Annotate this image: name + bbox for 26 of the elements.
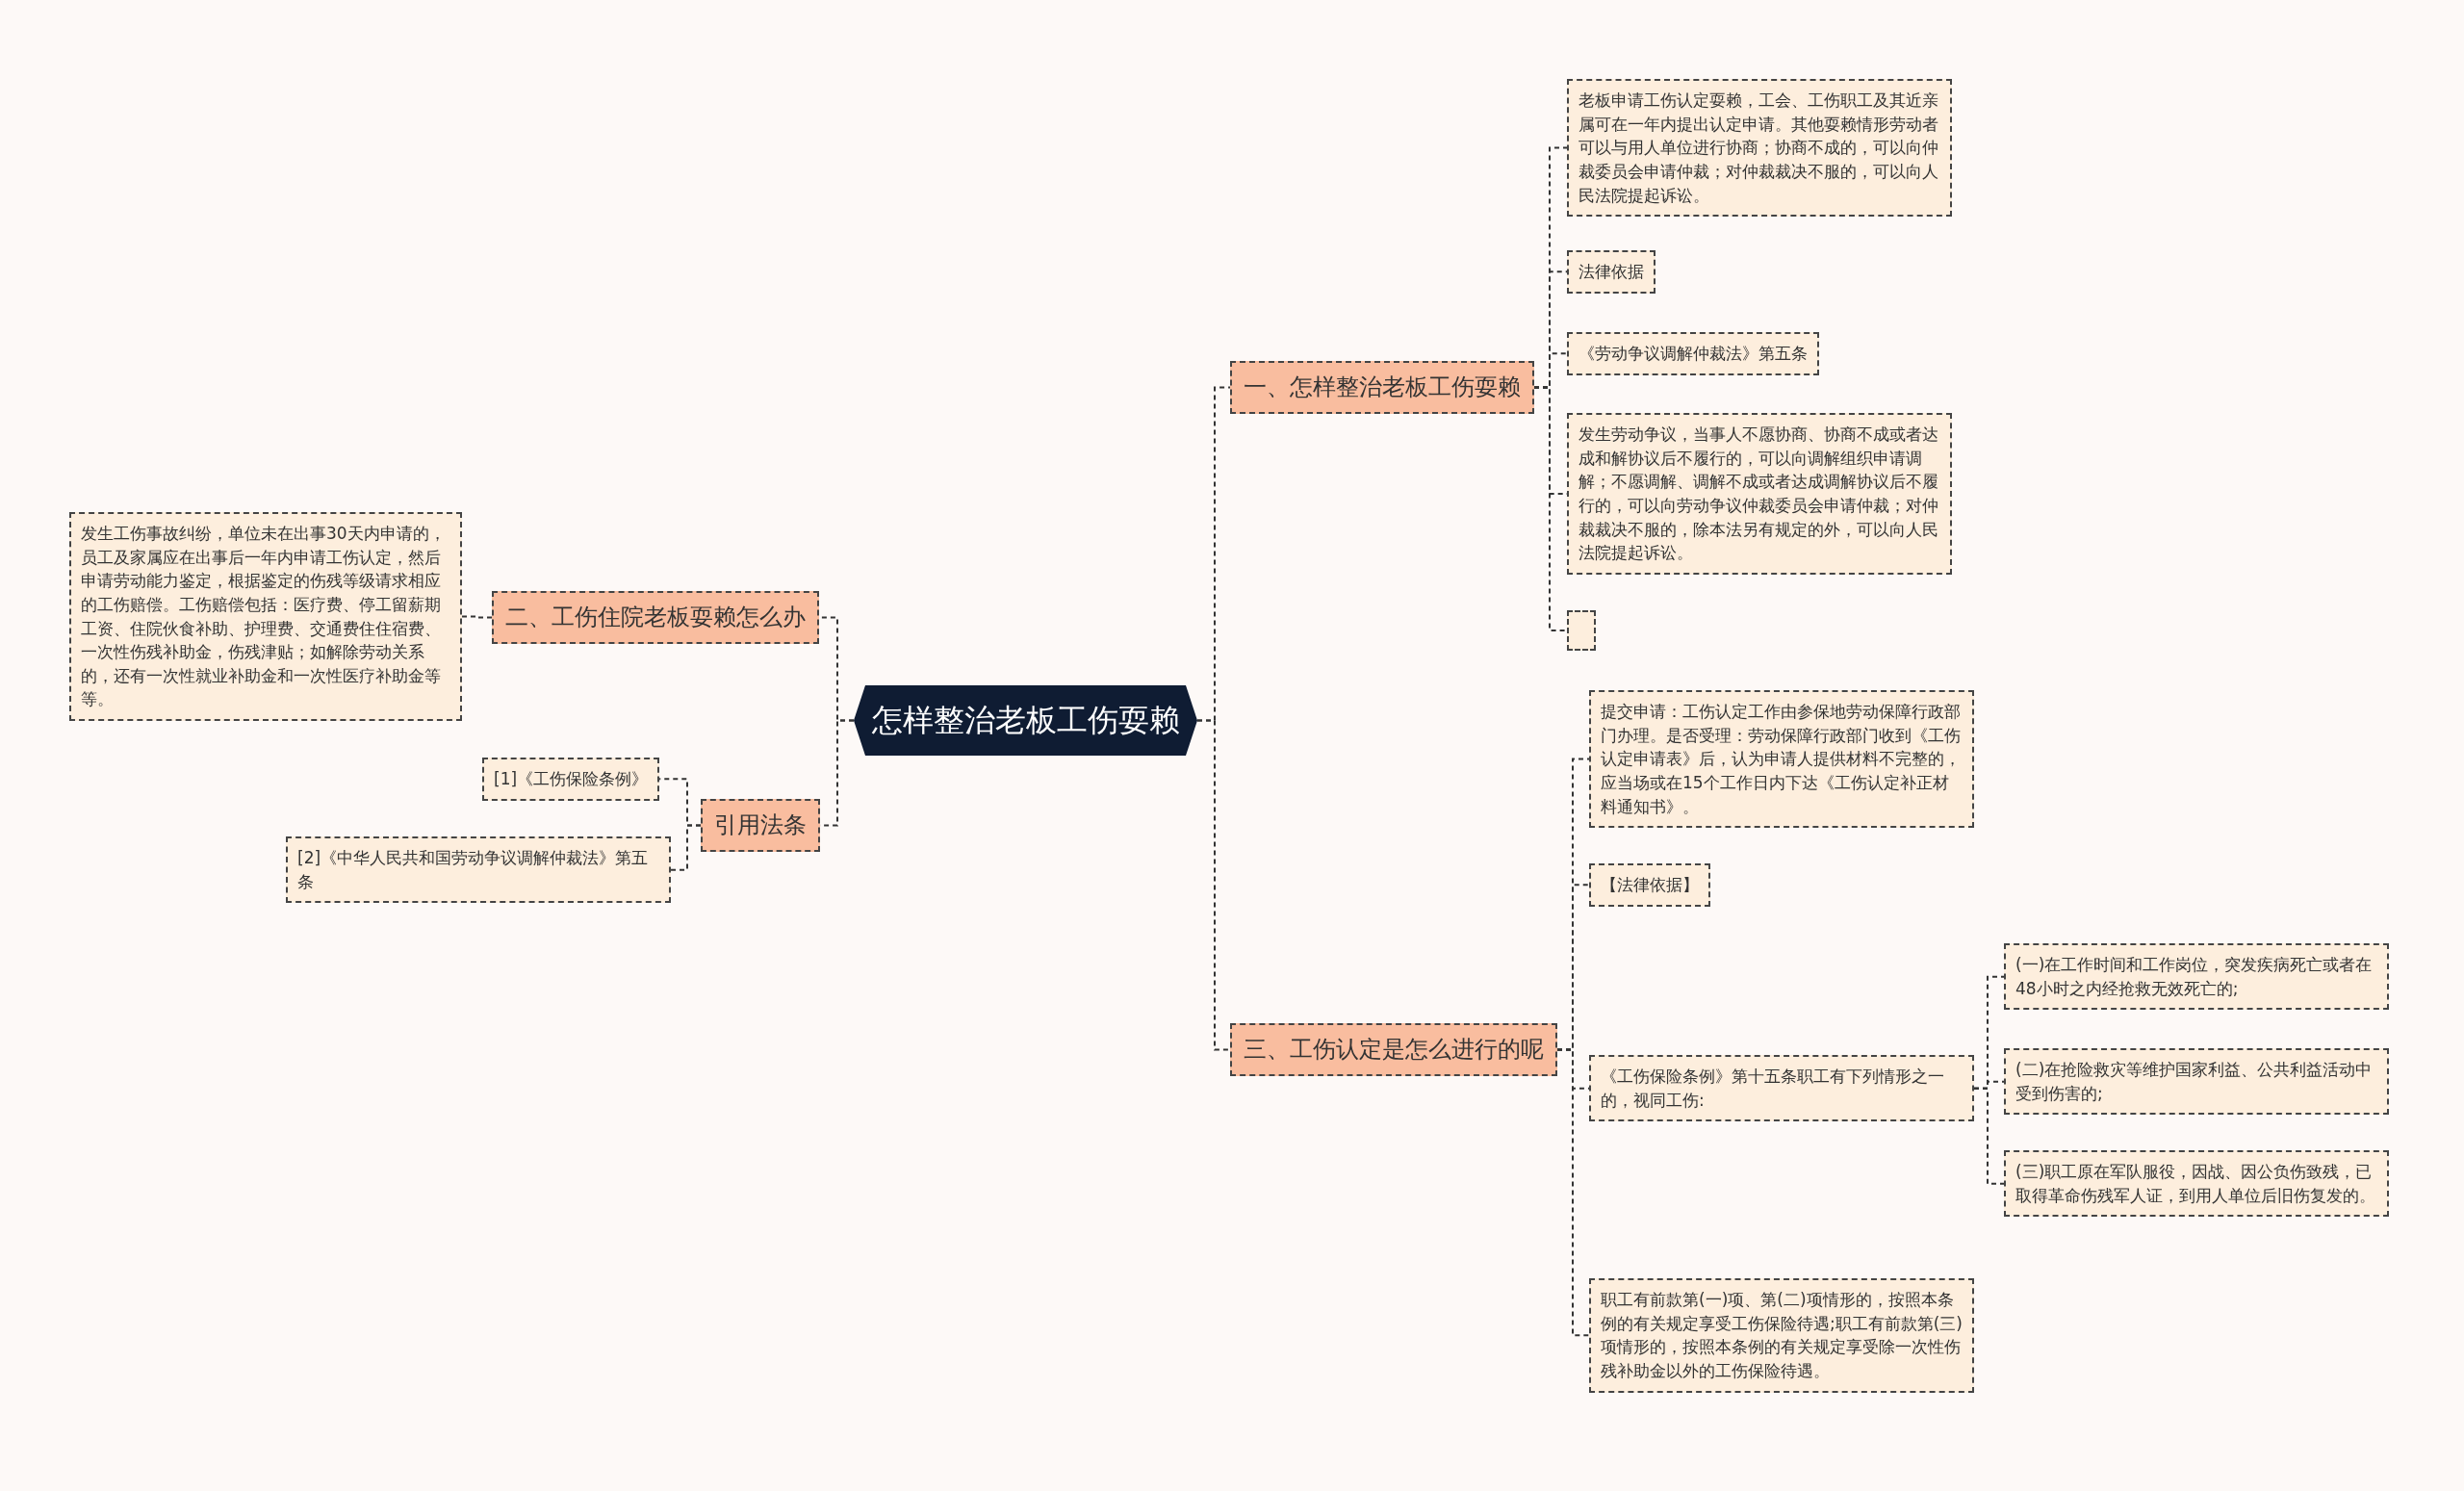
note-box: (二)在抢险救灾等维护国家利益、公共利益活动中受到伤害的;	[2004, 1048, 2389, 1116]
note-box: 法律依据	[1567, 250, 1656, 294]
connector-line	[1556, 1048, 1590, 1337]
topic-box: 引用法条	[701, 799, 820, 853]
note-box: [2]《中华人民共和国劳动争议调解仲裁法》第五条	[286, 836, 671, 904]
note-box: 老板申请工伤认定耍赖，工会、工伤职工及其近亲属可在一年内提出认定申请。其他耍赖情形劳动者可以与用人单位进行协商；协商不成的，可以向仲裁委员会申请仲裁；对仲裁裁决不服的，可以向人民法院提起诉讼。	[1567, 79, 1952, 218]
note-box: [1]《工伤保险条例》	[482, 758, 660, 801]
note-box: 《工伤保险条例》第十五条职工有下列情形之一的，视同工伤:	[1589, 1055, 1974, 1122]
connector-line	[461, 615, 493, 619]
connector-line	[1533, 386, 1568, 631]
connector-line	[1973, 1087, 2005, 1185]
connector-line	[670, 824, 702, 871]
note-box: 发生工伤事故纠纷，单位未在出事30天内申请的，员工及家属应在出事后一年内申请工伤认定，然后申请劳动能力鉴定，根据鉴定的伤残等级请求相应的工伤赔偿。工伤赔偿包括：医疗费、停工留薪期工资、住院伙食补助、护理费、交通费住住宿费、一次性伤残补助金，伤残津贴；如解除劳动关系的，还有一次性就业补助金和一次性医疗补助金等等。	[69, 512, 462, 722]
note-box: 提交申请：工伤认定工作由参保地劳动保障行政部门办理。是否受理：劳动保障行政部门收到《工伤认定申请表》后，认为申请人提供材料不完整的，应当场或在15个工作日内下达《工伤认定补正材料通知书》。	[1589, 690, 1974, 829]
note-box: (一)在工作时间和工作岗位，突发疾病死亡或者在48小时之内经抢救无效死亡的;	[2004, 943, 2389, 1011]
note-box: 【法律依据】	[1589, 863, 1710, 907]
topic-box: 三、工伤认定是怎么进行的呢	[1230, 1023, 1557, 1077]
empty-box	[1567, 610, 1596, 651]
note-box: 发生劳动争议，当事人不愿协商、协商不成或者达成和解协议后不履行的，可以向调解组织申请调解；不愿调解、调解不成或者达成调解协议后不履行的，可以向劳动争议仲裁委员会申请仲裁；对仲裁裁决不服的，除本法另有规定的外，可以向人民法院提起诉讼。	[1567, 413, 1952, 575]
note-box: (三)职工原在军队服役，因战、因公负伤致残，已取得革命伤残军人证，到用人单位后旧伤复发的。	[2004, 1150, 2389, 1218]
note-box: 职工有前款第(一)项、第(二)项情形的，按照本条例的有关规定享受工伤保险待遇;职工有前款第(三)项情形的，按照本条例的有关规定享受除一次性伤残补助金以外的工伤保险待遇。	[1589, 1278, 1974, 1393]
central-topic: 怎样整治老板工伤耍赖	[854, 685, 1197, 756]
connector-line	[1196, 719, 1231, 1051]
note-box: 《劳动争议调解仲裁法》第五条	[1567, 332, 1819, 375]
topic-box: 二、工伤住院老板耍赖怎么办	[492, 591, 819, 645]
topic-box: 一、怎样整治老板工伤耍赖	[1230, 361, 1534, 415]
